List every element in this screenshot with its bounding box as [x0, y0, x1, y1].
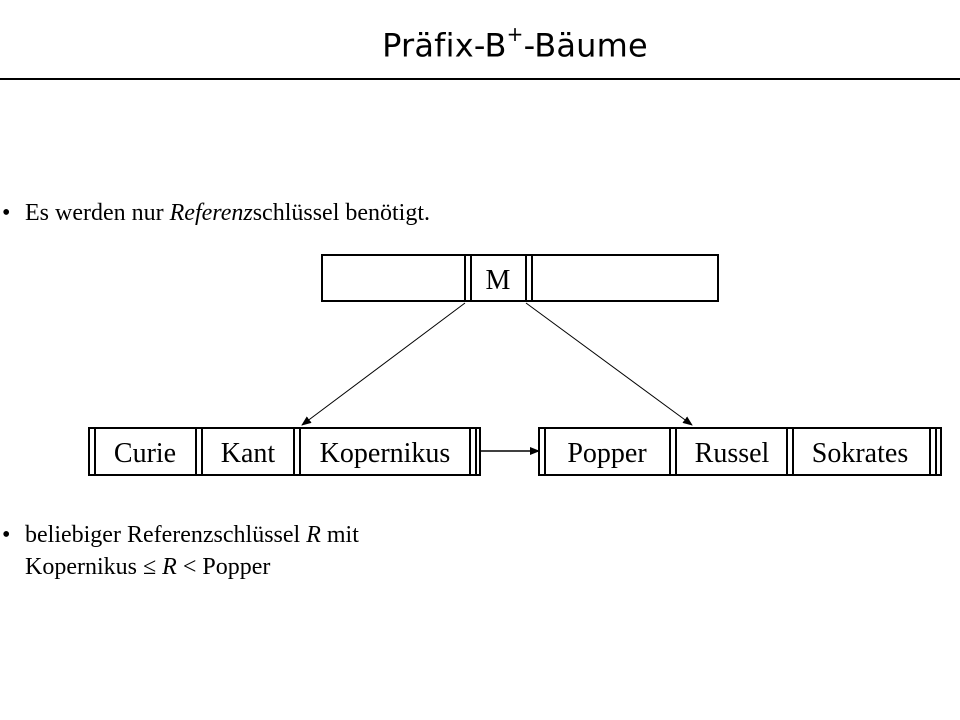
bullet-2-line2-var-r: R	[162, 554, 177, 580]
leaf-key-russel: Russel	[695, 438, 770, 469]
title-superscript: +	[506, 22, 524, 46]
bullet-2-line-1: beliebiger Referenzschlüssel R mit	[25, 520, 359, 550]
leaf-key-kant: Kant	[221, 438, 276, 469]
leaf-key-sokrates: Sokrates	[812, 438, 908, 469]
leaf-key-popper: Popper	[567, 438, 647, 469]
bullet-1-text: Es werden nur Referenzschlüssel benötigt…	[25, 198, 430, 228]
bullet-2-var-r: R	[306, 522, 321, 548]
root-right-pointer-arrow	[525, 302, 693, 426]
leaf-key-kopernikus: Kopernikus	[320, 438, 451, 469]
title-divider	[0, 78, 960, 80]
slide-title: Präfix-B+-Bäume	[0, 22, 960, 65]
bullet-2-line-2: Kopernikus ≤ R < Popper	[25, 552, 270, 582]
root-left-pointer-arrow	[301, 302, 466, 426]
bullet-1-emphasis: Referenz	[169, 200, 253, 226]
right-leaf-node: Popper Russel Sokrates	[538, 427, 942, 476]
leaf-key-curie: Curie	[114, 438, 176, 469]
bullet-1-part1: Es werden nur	[25, 200, 170, 226]
bullet-dot: •	[2, 200, 11, 226]
bullet-2-line1-a: beliebiger Referenzschlüssel	[25, 522, 307, 548]
bullet-2-line2-a: Kopernikus ≤	[25, 554, 163, 580]
bullet-2-line2-b: < Popper	[176, 554, 271, 580]
title-rest: -Bäume	[523, 26, 648, 65]
bullet-1-part2: schlüssel benötigt.	[252, 200, 431, 226]
root-node: M	[321, 254, 719, 302]
title-main: Präfix-B	[382, 26, 507, 65]
left-leaf-node: Curie Kant Kopernikus	[88, 427, 481, 476]
root-key: M	[486, 265, 511, 296]
bullet-dot: •	[2, 522, 11, 548]
bullet-2-line1-b: mit	[320, 522, 359, 548]
